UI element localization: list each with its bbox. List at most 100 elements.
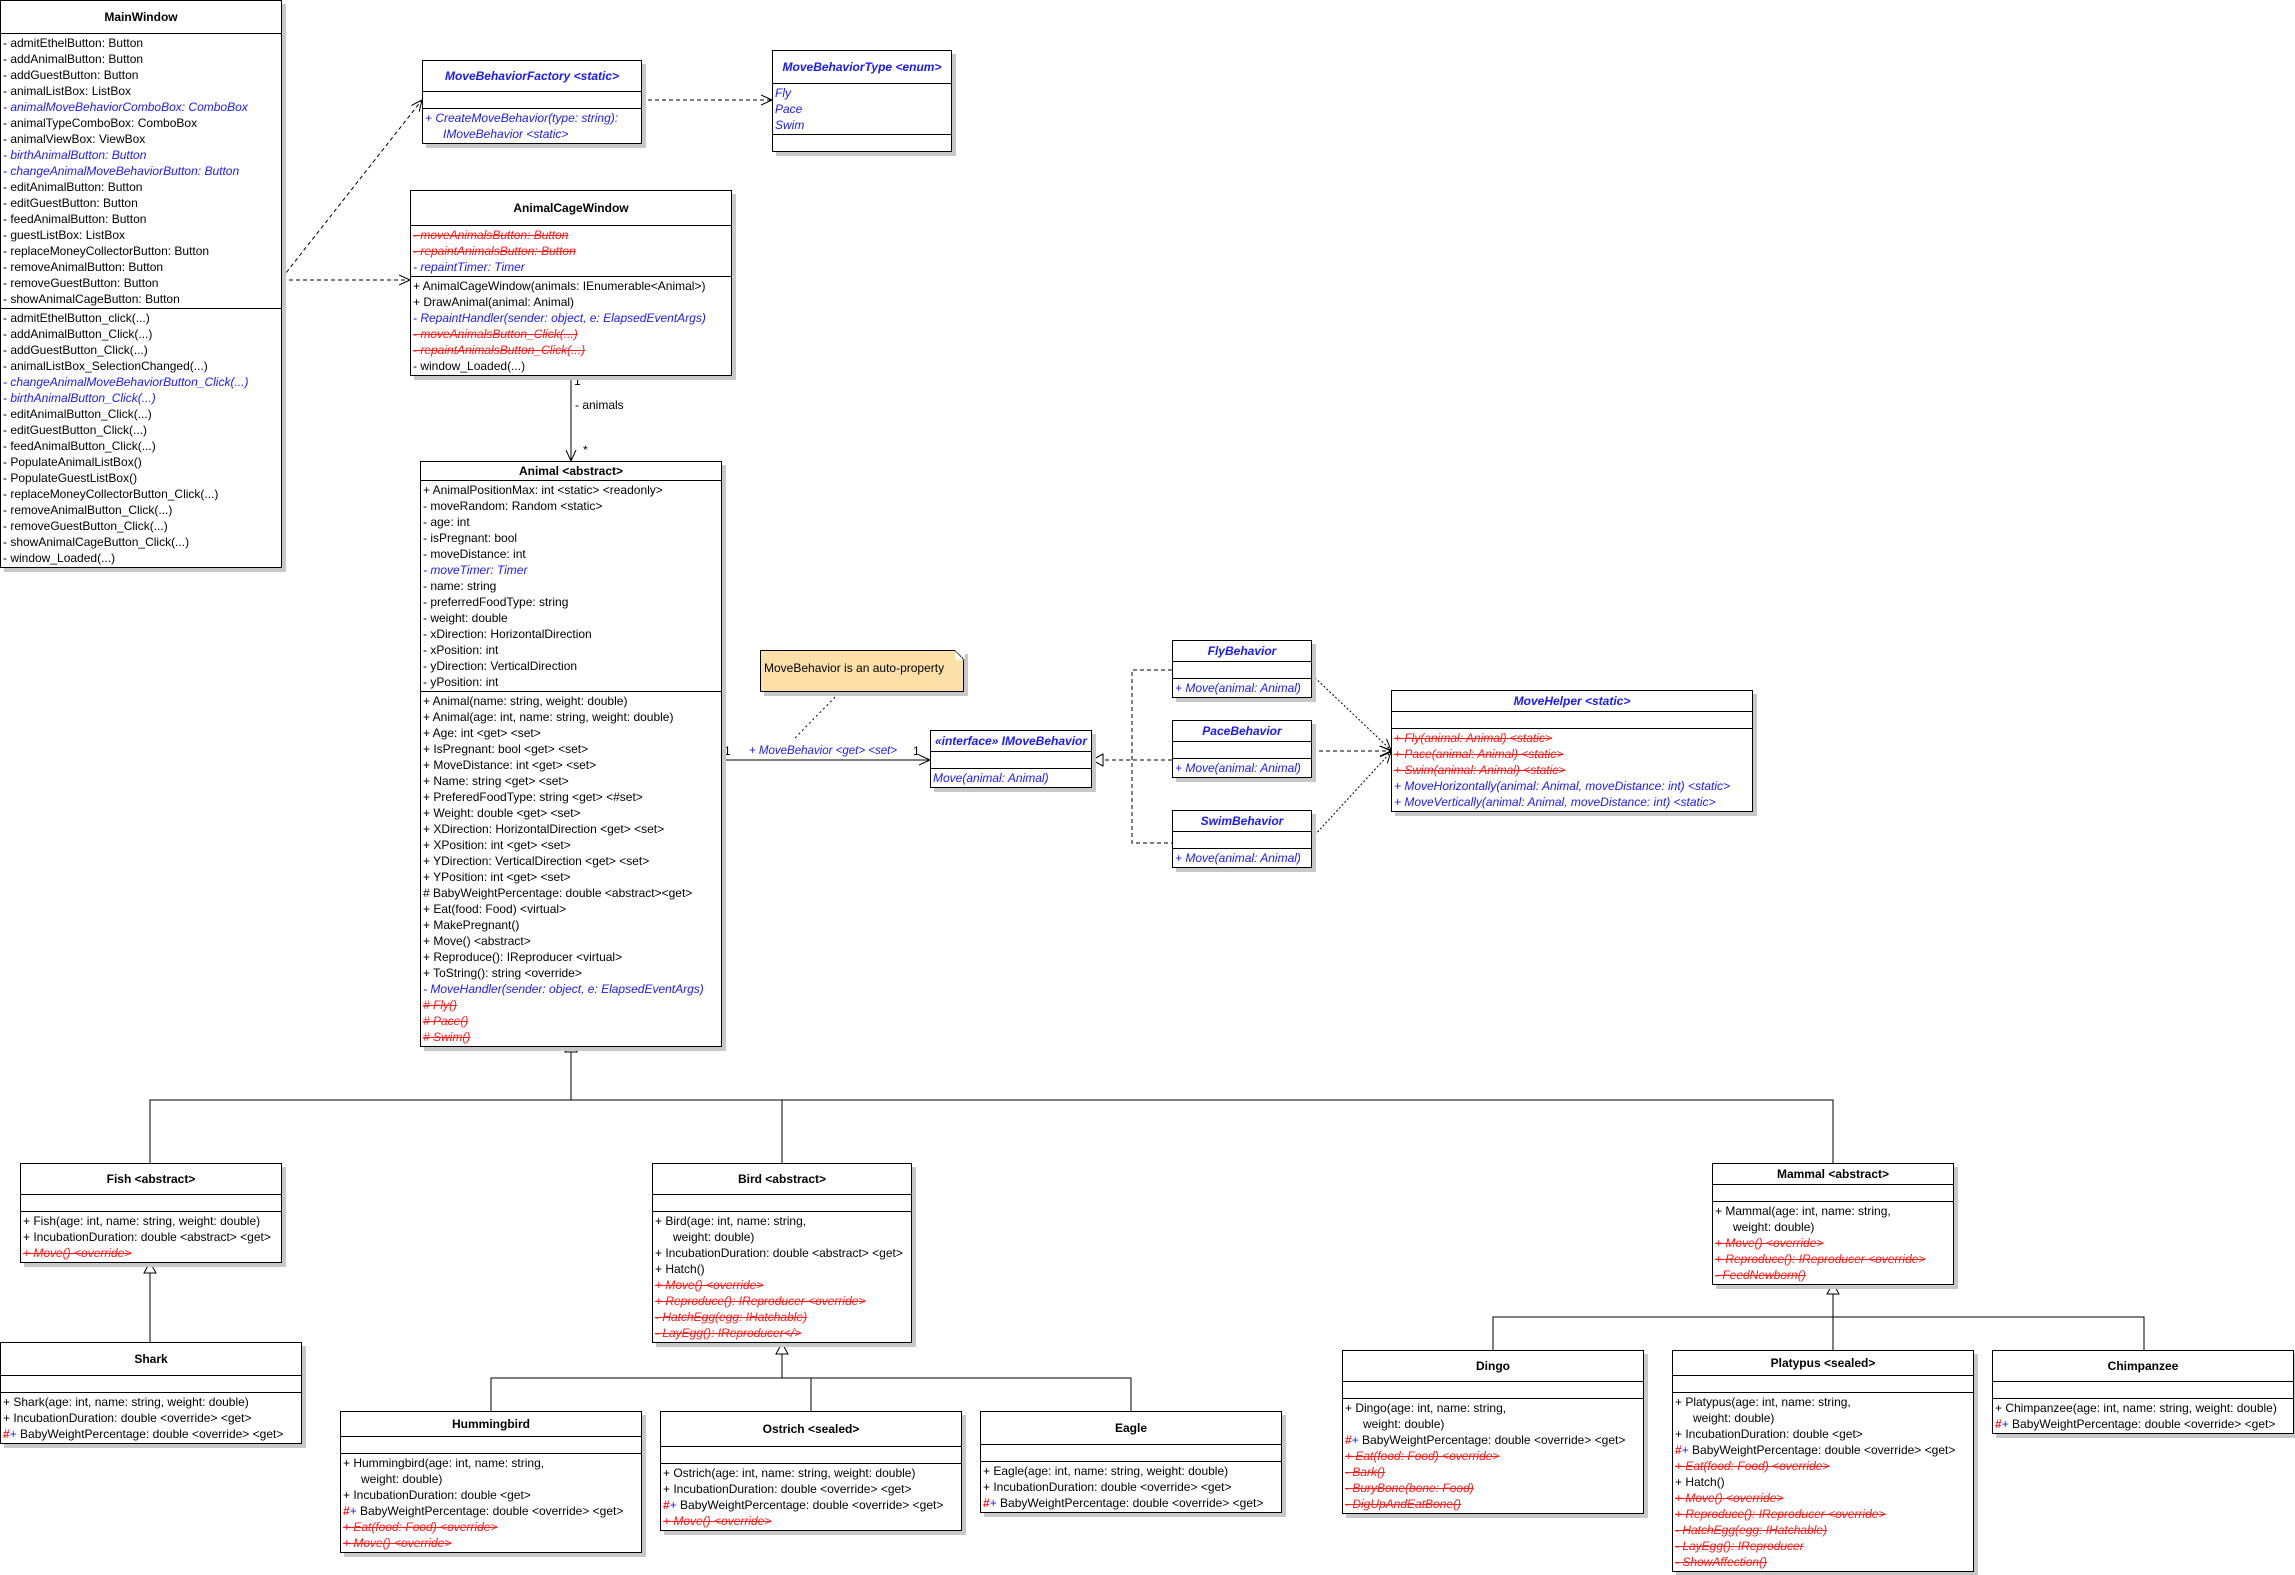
class-method: + Swim(animal: Animal) <static> — [1394, 762, 1750, 778]
class-method: + Reproduce(): IReproducer <override> — [1715, 1251, 1951, 1267]
class-method: - HatchEgg(egg: IHatchable) — [655, 1309, 909, 1325]
class-methods-section: + Animal(name: string, weight: double)+ … — [421, 692, 721, 1046]
class-fly-behavior[interactable]: FlyBehavior+ Move(animal: Animal) — [1172, 640, 1312, 698]
member-text: Pace — [775, 102, 803, 116]
member-text: - xPosition: int — [423, 643, 499, 657]
class-animal-cage-window[interactable]: AnimalCageWindow- moveAnimalsButton: But… — [410, 190, 732, 376]
member-text: - moveAnimalsButton_Click(...) — [413, 327, 578, 341]
class-hummingbird[interactable]: Hummingbird+ Hummingbird(age: int, name:… — [340, 1411, 642, 1553]
member-text: + CreateMoveBehavior(type: string): — [425, 111, 619, 125]
member-text: + IncubationDuration: double <override> … — [663, 1482, 912, 1496]
member-text: - yDirection: VerticalDirection — [423, 659, 578, 673]
class-method: + MoveHorizontally(animal: Animal, moveD… — [1394, 778, 1750, 794]
member-text: - DigUpAndEatBone() — [1345, 1497, 1462, 1511]
class-shark[interactable]: Shark+ Shark(age: int, name: string, wei… — [0, 1342, 302, 1444]
class-methods-section: + AnimalCageWindow(animals: IEnumerable<… — [411, 277, 731, 375]
member-text: + Reproduce(): IReproducer <override> — [1675, 1507, 1886, 1521]
class-fields-section — [981, 1445, 1281, 1462]
member-text: BabyWeightPercentage: double <override> … — [1362, 1433, 1626, 1447]
class-move-helper[interactable]: MoveHelper <static>+ Fly(animal: Animal)… — [1391, 690, 1753, 812]
class-fields-section — [1173, 662, 1311, 679]
class-method: #+ BabyWeightPercentage: double <overrid… — [663, 1497, 959, 1513]
member-text: + IncubationDuration: double <abstract> … — [23, 1230, 271, 1244]
member-text: - animalViewBox: ViewBox — [3, 132, 146, 146]
member-text: + Bird(age: int, name: string, — [655, 1214, 807, 1228]
class-swim-behavior[interactable]: SwimBehavior+ Move(animal: Animal) — [1172, 810, 1312, 868]
class-method: weight: double) — [1345, 1416, 1641, 1432]
member-text: IMoveBehavior <static> — [443, 127, 569, 141]
member-text: weight: double) — [361, 1472, 443, 1486]
class-method: - HatchEgg(egg: IHatchable) — [1675, 1522, 1971, 1538]
member-text: - removeGuestButton_Click(...) — [3, 519, 168, 533]
member-text: + Reproduce(): IReproducer <virtual> — [423, 950, 623, 964]
class-mammal[interactable]: Mammal <abstract>+ Mammal(age: int, name… — [1712, 1163, 1954, 1285]
class-title: SwimBehavior — [1173, 811, 1311, 832]
class-ostrich[interactable]: Ostrich <sealed>+ Ostrich(age: int, name… — [660, 1411, 962, 1531]
class-title: Dingo — [1343, 1351, 1643, 1382]
class-title: Animal <abstract> — [421, 462, 721, 481]
member-text: + Fish(age: int, name: string, weight: d… — [23, 1214, 261, 1228]
member-text: - BuryBone(bone: Food) — [1345, 1481, 1474, 1495]
class-methods-section: + Mammal(age: int, name: string,weight: … — [1713, 1202, 1953, 1284]
class-method: + Move() <abstract> — [423, 933, 719, 949]
class-title: Bird <abstract> — [653, 1164, 911, 1195]
move-source-multiplicity: 1 — [724, 744, 731, 758]
class-method: - repaintAnimalsButton_Click(...) — [413, 342, 729, 358]
member-text: - feedAnimalButton_Click(...) — [3, 439, 156, 453]
member-text: Move(animal: Animal) — [933, 771, 1049, 785]
member-text: + IncubationDuration: double <override> … — [983, 1480, 1232, 1494]
member-text: + IncubationDuration: double <abstract> … — [655, 1246, 903, 1260]
class-method: + Move() <override> — [655, 1277, 909, 1293]
class-bird[interactable]: Bird <abstract> + Bird(age: int, name: st… — [652, 1163, 912, 1343]
class-method: - MoveHandler(sender: object, e: Elapsed… — [423, 981, 719, 997]
class-main-window[interactable]: MainWindow- admitEthelButton: Button- ad… — [0, 0, 282, 568]
note-anchor — [794, 689, 843, 739]
class-platypus[interactable]: Platypus <sealed>+ Platypus(age: int, na… — [1672, 1350, 1974, 1572]
member-text: + IncubationDuration: double <get> — [1675, 1427, 1863, 1441]
class-method: - window_Loaded(...) — [413, 358, 729, 374]
class-method: - addGuestButton_Click(...) — [3, 342, 279, 358]
class-fields-section — [423, 92, 641, 109]
class-method: - editAnimalButton_Click(...) — [3, 406, 279, 422]
member-text: + YDirection: VerticalDirection <get> <s… — [423, 854, 650, 868]
member-text: + Dingo(age: int, name: string, — [1345, 1401, 1507, 1415]
class-method: - animalListBox_SelectionChanged(...) — [3, 358, 279, 374]
class-chimpanzee[interactable]: Chimpanzee+ Chimpanzee(age: int, name: s… — [1992, 1350, 2294, 1434]
class-method: - feedAnimalButton_Click(...) — [3, 438, 279, 454]
class-field: - addAnimalButton: Button — [3, 51, 279, 67]
class-method: - admitEthelButton_click(...) — [3, 310, 279, 326]
class-pace-behavior[interactable]: PaceBehavior+ Move(animal: Animal) — [1172, 720, 1312, 778]
class-title: Fish <abstract> — [21, 1164, 281, 1195]
class-method: - showAnimalCageButton_Click(...) — [3, 534, 279, 550]
member-text: - addGuestButton: Button — [3, 68, 139, 82]
member-text: - moveAnimalsButton: Button — [413, 228, 569, 242]
class-method: weight: double) — [343, 1471, 639, 1487]
class-animal[interactable]: Animal <abstract>+ AnimalPositionMax: in… — [420, 461, 722, 1047]
member-text: - birthAnimalButton: Button — [3, 148, 147, 162]
class-dingo[interactable]: Dingo + Dingo(age: int, name: string,weig… — [1342, 1350, 1644, 1514]
class-field: - isPregnant: bool — [423, 530, 719, 546]
member-text: - repaintAnimalsButton_Click(...) — [413, 343, 586, 357]
class-method: weight: double) — [1675, 1410, 1971, 1426]
class-method: # Fly() — [423, 997, 719, 1013]
class-fields-section — [21, 1195, 281, 1212]
class-eagle[interactable]: Eagle+ Eagle(age: int, name: string, wei… — [980, 1411, 1282, 1513]
member-text: - ShowAffection() — [1675, 1555, 1768, 1569]
class-fish[interactable]: Fish <abstract> + Fish(age: int, name: st… — [20, 1163, 282, 1263]
member-text: + Eat(food: Food) <virtual> — [423, 902, 567, 916]
class-field: - addGuestButton: Button — [3, 67, 279, 83]
class-move-behavior-factory[interactable]: MoveBehaviorFactory <static>+ CreateMove… — [422, 60, 642, 144]
class-method: + MoveDistance: int <get> <set> — [423, 757, 719, 773]
member-text: + MoveDistance: int <get> <set> — [423, 758, 597, 772]
class-methods-section: + Eagle(age: int, name: string, weight: … — [981, 1462, 1281, 1512]
class-method: - PopulateGuestListBox() — [3, 470, 279, 486]
class-methods-section: + Shark(age: int, name: string, weight: … — [1, 1393, 301, 1443]
class-field: - preferredFoodType: string — [423, 594, 719, 610]
member-text: + PreferedFoodType: string <get> <#set> — [423, 790, 643, 804]
class-method: - LayEgg(): IReproducer — [1675, 1538, 1971, 1554]
class-method: + YDirection: VerticalDirection <get> <s… — [423, 853, 719, 869]
member-text: - moveDistance: int — [423, 547, 526, 561]
